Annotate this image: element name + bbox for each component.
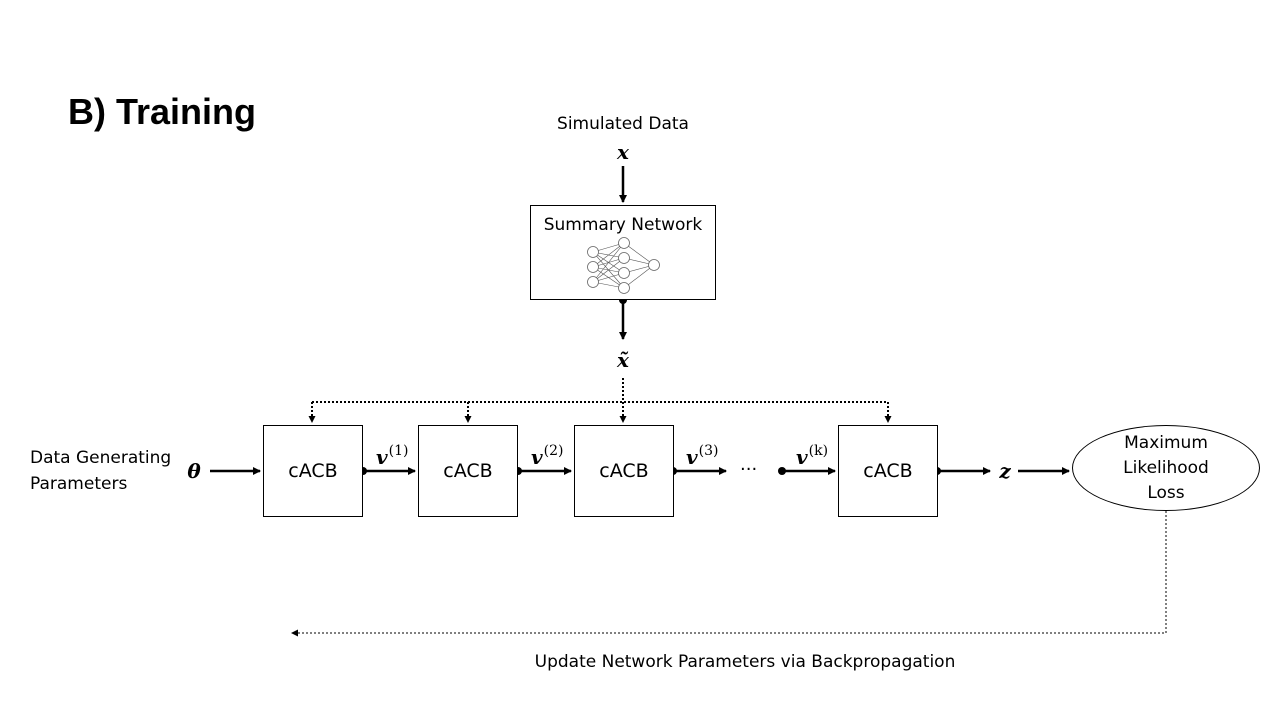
neural-network-icon — [587, 237, 660, 294]
x-tilde-symbol: x̃ — [617, 348, 629, 372]
loss-line2: Likelihood — [1123, 457, 1209, 478]
ellipsis: ··· — [740, 459, 758, 480]
cacb-block-k: cACB — [838, 425, 938, 517]
params-caption-line2: Parameters — [30, 474, 128, 494]
section-title: B) Training — [68, 91, 256, 132]
theta-symbol: θ — [187, 459, 201, 483]
z-symbol: z — [999, 459, 1011, 483]
params-caption-line1: Data Generating — [30, 448, 172, 468]
cacb-block-2: cACB — [418, 425, 518, 517]
x-symbol: x — [617, 140, 629, 164]
v3-label: v(3) — [686, 443, 719, 469]
v2-label: v(2) — [531, 443, 564, 469]
loss-line1: Maximum — [1124, 432, 1208, 453]
backprop-caption: Update Network Parameters via Backpropag… — [534, 652, 956, 672]
loss-ellipse: Maximum Likelihood Loss — [1072, 425, 1260, 511]
backprop-feedback-line — [291, 511, 1167, 637]
cacb-block-3: cACB — [574, 425, 674, 517]
summary-network-label: Summary Network — [543, 215, 703, 235]
loss-line3: Loss — [1147, 482, 1185, 503]
v1-label: v(1) — [376, 443, 409, 469]
summary-network-box: Summary Network — [530, 205, 716, 300]
cacb-block-1: cACB — [263, 425, 363, 517]
vk-label: v(k) — [796, 443, 829, 469]
simulated-data-caption: Simulated Data — [557, 114, 689, 134]
